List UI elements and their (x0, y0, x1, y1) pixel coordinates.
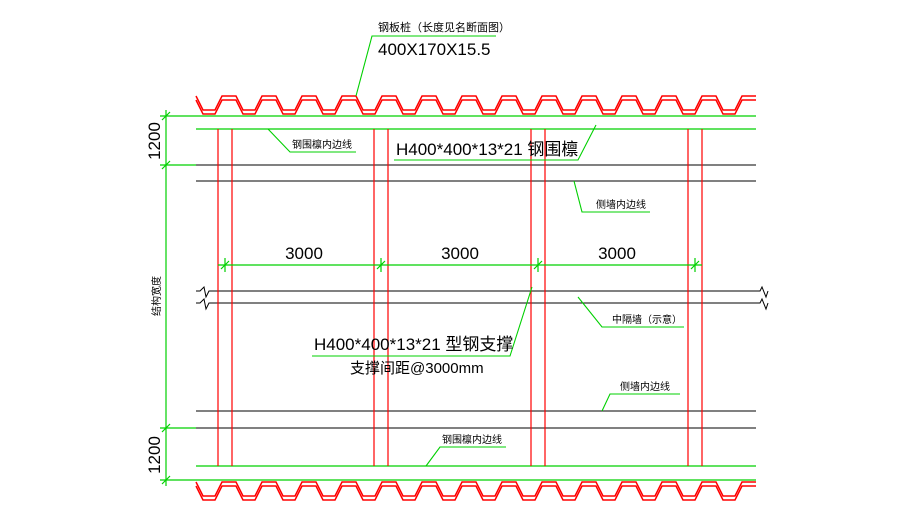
leader-middle-wall (577, 296, 684, 328)
sheet-pile-bottom (195, 481, 756, 501)
waling-inner-top-label: 钢围檩内边线 (292, 138, 352, 151)
middle-wall-label: 中隔墙（示意） (612, 313, 682, 326)
span-dim-slash-4 (690, 260, 700, 270)
span-dim-text-1: 3000 (285, 244, 323, 263)
sheet-pile-bottom-outer (195, 481, 756, 497)
sheet-pile-top-inner (195, 99, 756, 115)
span-dimension (218, 258, 702, 272)
struts (217, 129, 703, 466)
width-dim-slash-bottom (161, 475, 171, 485)
strut-spacing-label: 支撑间距@3000mm (350, 360, 484, 377)
structure-width-label: 结构宽度 (150, 276, 163, 316)
span-dim-text-2: 3000 (441, 244, 479, 263)
middle-wall-bottom-break (196, 297, 769, 311)
sheet-pile-label: 钢板桩（长度见名断面图） (378, 20, 510, 34)
leader-lines (267, 35, 684, 467)
strut-label: H400*400*13*21 型钢支撑 (314, 335, 513, 354)
sheet-pile-size-label: 400X170X15.5 (378, 40, 491, 59)
width-dim-slash-2 (161, 423, 171, 433)
span-dim-slash-1 (220, 260, 230, 270)
top-dim-text: 1200 (145, 122, 164, 160)
leader-side-wall-top (573, 180, 650, 213)
width-dimension (160, 110, 196, 486)
bottom-dim-text: 1200 (145, 436, 164, 474)
leader-waling (394, 124, 597, 161)
waling-inner-bottom-label: 钢围檩内边线 (442, 433, 502, 446)
sheet-pile-top (195, 95, 756, 115)
leader-waling-inner-bottom (425, 446, 506, 467)
span-dim-slash-3 (533, 260, 543, 270)
span-dim-slash-2 (376, 260, 386, 270)
side-wall-inner-top-label: 侧墙内边线 (596, 198, 646, 211)
width-dim-slash-1 (161, 160, 171, 170)
leader-side-wall-bottom (601, 393, 680, 412)
wall-lines (196, 164, 769, 429)
leader-strut (312, 286, 533, 357)
middle-wall-top-break (196, 285, 769, 299)
side-wall-inner-bottom-label: 侧墙内边线 (620, 380, 670, 393)
span-dim-text-3: 3000 (598, 244, 636, 263)
leader-sheet-pile (355, 35, 496, 97)
sheet-pile-top-outer (195, 95, 756, 111)
leader-waling-inner-top (267, 128, 356, 153)
sheet-pile-bottom-inner (195, 485, 756, 501)
width-dim-slash-top (161, 111, 171, 121)
waling-lines (196, 115, 756, 481)
waling-label: H400*400*13*21 钢围檩 (396, 140, 578, 159)
